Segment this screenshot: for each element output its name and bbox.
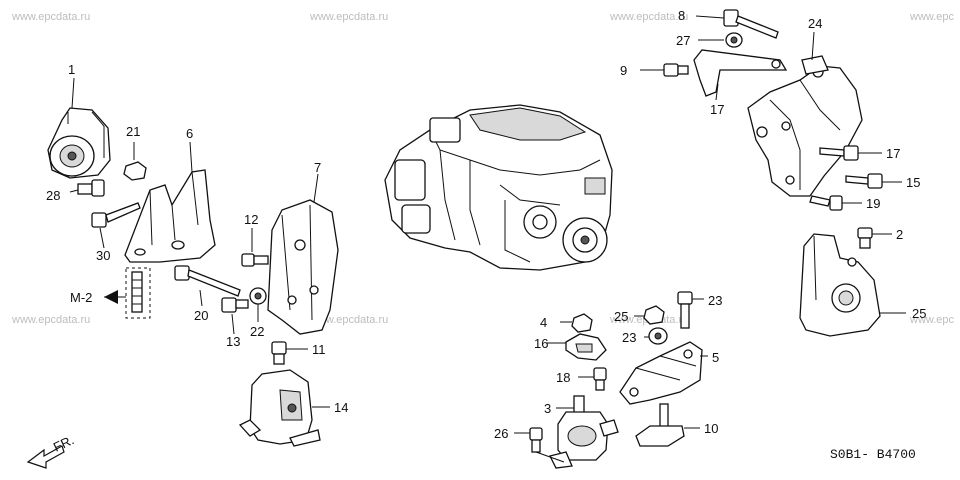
engine-assembly <box>384 104 613 271</box>
part-29-bolt <box>221 297 249 335</box>
part-28-bolt <box>69 179 105 197</box>
callout-12: 12 <box>244 212 258 227</box>
watermark: www.epcdata.ru <box>309 314 388 326</box>
part-3-mount <box>549 395 619 469</box>
part-23-nut <box>648 327 668 345</box>
callout-3: 3 <box>544 401 551 416</box>
part-21-nut <box>123 142 147 181</box>
callout-13: 11 <box>312 342 326 357</box>
part-22-washer <box>249 287 267 322</box>
stud-reference-box <box>125 267 151 319</box>
diagram-code: S0B1- B4700 <box>830 447 916 462</box>
callout-6: 6 <box>186 126 193 141</box>
callout-8: 24 <box>808 16 822 31</box>
part-13-bolt <box>271 341 308 365</box>
callout-9: 17 <box>710 102 724 117</box>
part-17-bolt-lower <box>845 173 883 189</box>
part-24-nut <box>725 32 743 48</box>
watermark: www.epcdata.ru <box>609 11 688 23</box>
part-19-bolt <box>857 227 873 249</box>
stud <box>131 271 143 313</box>
part-9-stay <box>693 49 788 97</box>
part-14-bolt <box>723 9 779 39</box>
watermark: www.epc <box>909 314 955 326</box>
callout-11: 14 <box>334 400 348 415</box>
callout-16: 23 <box>708 293 722 308</box>
callout-25: 25 <box>614 309 628 324</box>
callout-27: 9 <box>620 63 627 78</box>
part-27-bolt <box>663 63 689 77</box>
part-25-nut <box>571 313 593 333</box>
callout-19: 2 <box>896 227 903 242</box>
callout-30: 30 <box>96 248 110 263</box>
part-26-bolt <box>529 427 565 463</box>
watermark: www.epcdata.ru <box>11 11 90 23</box>
direction-label: FR. <box>51 432 76 454</box>
callout-25: 4 <box>540 315 547 330</box>
part-8-bracket <box>747 55 863 197</box>
part-12-bolt <box>241 228 269 267</box>
callout-22: 22 <box>250 324 264 339</box>
callout-24: 27 <box>676 33 690 48</box>
part-11-mount <box>238 369 321 447</box>
part-30-bolt <box>91 202 141 249</box>
part-4-cover <box>565 333 607 361</box>
callout-18: 18 <box>556 370 570 385</box>
part-6-bracket <box>124 169 216 263</box>
callout-4: 16 <box>534 336 548 351</box>
part-15-bolt <box>809 195 843 211</box>
watermark: www.epcdata.ru <box>309 11 388 23</box>
callout-1: 1 <box>68 62 75 77</box>
callout-17: 17 <box>886 146 900 161</box>
callout-10: 10 <box>704 421 718 436</box>
callout-29: 13 <box>226 334 240 349</box>
callout-26: 26 <box>494 426 508 441</box>
watermark: www.epc <box>909 11 955 23</box>
part-25-nut <box>643 305 665 325</box>
callout-23: 23 <box>622 330 636 345</box>
callout-21: 21 <box>126 124 140 139</box>
callout-14: 8 <box>678 8 685 23</box>
part-18-bolt <box>593 367 607 391</box>
part-5-bracket <box>619 341 703 405</box>
callout-7: 7 <box>314 160 321 175</box>
callout-17: 15 <box>906 175 920 190</box>
part-10-bracket <box>635 403 685 447</box>
callout-28: 28 <box>46 188 60 203</box>
part-16-bolt <box>677 291 693 329</box>
callout-5: 5 <box>712 350 719 365</box>
callout-20: 20 <box>194 308 208 323</box>
callout-15: 19 <box>866 196 880 211</box>
front-direction-arrow-icon <box>26 445 65 469</box>
part-1-mount <box>47 107 111 179</box>
part-20-bolt <box>174 265 241 307</box>
reference-label: M-2 <box>70 290 92 305</box>
watermark: www.epcdata.ru <box>11 314 90 326</box>
callout-2: 25 <box>912 306 926 321</box>
part-2-mount <box>799 233 881 337</box>
part-7-bracket <box>267 199 339 335</box>
